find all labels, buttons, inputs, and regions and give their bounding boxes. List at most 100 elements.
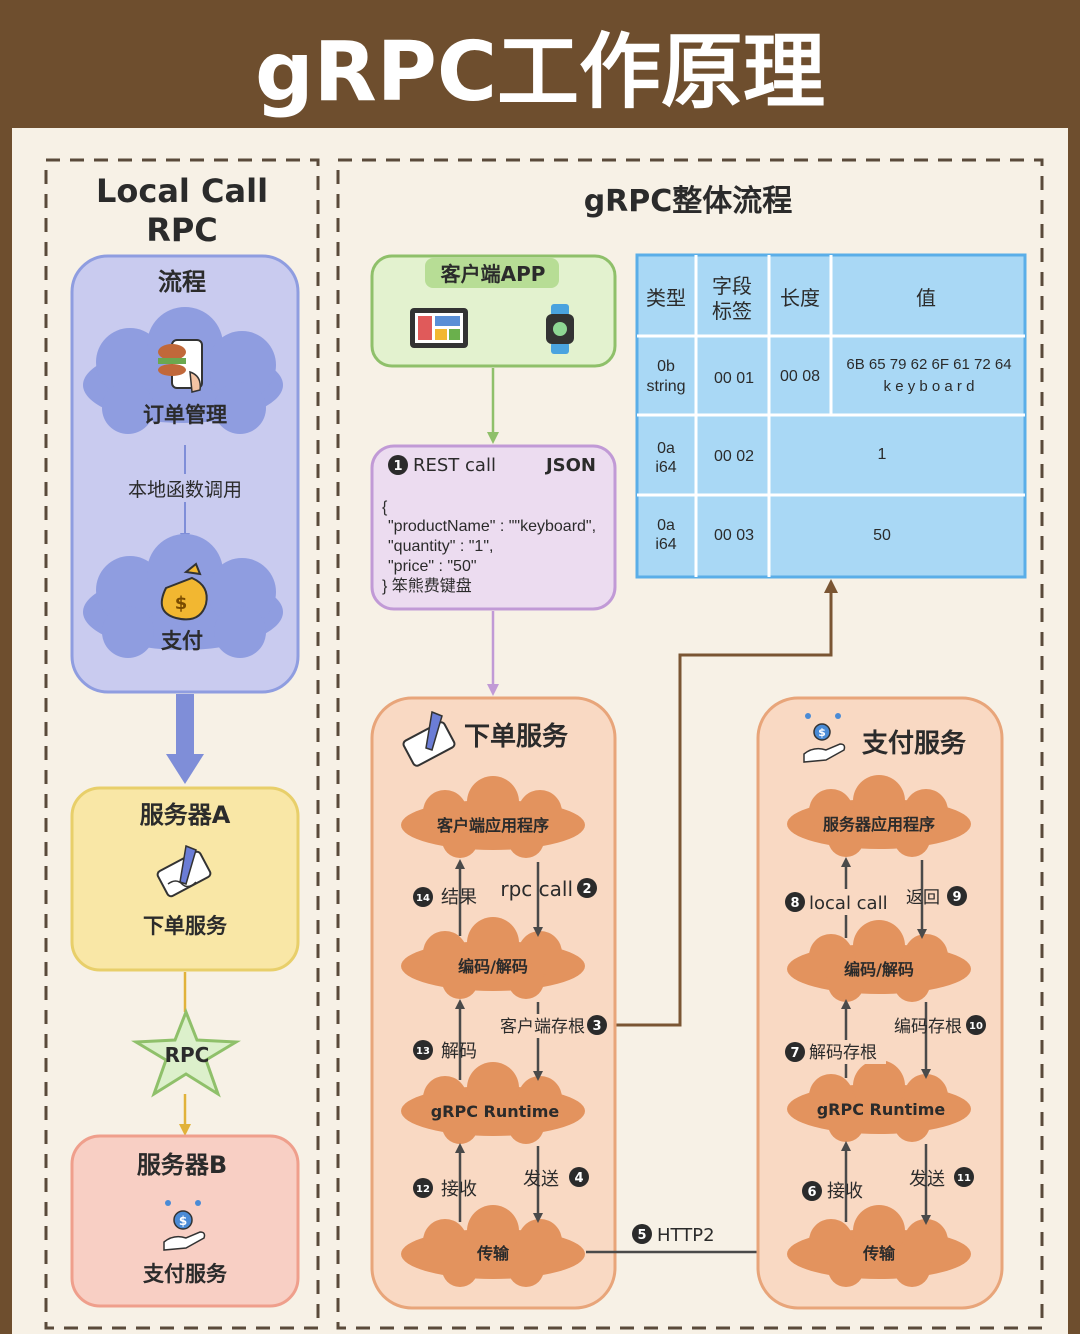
row1-tag: 00 01	[714, 370, 754, 387]
step9-num: 9	[952, 890, 961, 905]
rpc-star-label: RPC	[165, 1043, 210, 1067]
order-transport-label: 传输	[476, 1244, 510, 1263]
flow-title: 流程	[158, 268, 206, 296]
smartwatch-icon	[546, 304, 574, 354]
step3-label: 客户端存根	[500, 1017, 585, 1037]
order-transport-cloud	[401, 1205, 585, 1287]
pay-runtime-cloud	[787, 1060, 971, 1142]
json-line-3: "quantity" : "1",	[388, 538, 493, 555]
row1-type-2: string	[646, 378, 685, 395]
svg-text:$: $	[179, 1214, 187, 1228]
order-runtime-cloud	[401, 1062, 585, 1144]
step13-num: 13	[416, 1046, 430, 1057]
step8-label: local call	[809, 893, 888, 914]
step1-badge	[388, 455, 408, 475]
step11-badge	[954, 1167, 974, 1187]
local-call-label: 本地函数调用	[128, 479, 242, 501]
row3-value: 50	[873, 527, 891, 544]
step6-badge	[802, 1181, 822, 1201]
page-title: gRPC工作原理	[255, 25, 825, 120]
row2-tag: 00 02	[714, 448, 754, 465]
step7-num: 7	[790, 1046, 799, 1061]
step7-badge	[785, 1042, 805, 1062]
pay-transport-cloud	[787, 1205, 971, 1287]
step4-badge	[569, 1167, 589, 1187]
big-arrow-shaft	[176, 694, 194, 754]
table-header-tag-2: 标签	[712, 299, 752, 323]
step2-badge	[577, 878, 597, 898]
hand-coin-icon: $	[163, 1200, 206, 1251]
rest-call-box	[370, 444, 617, 611]
pay-hand-coin-icon: $	[803, 713, 846, 763]
client-app-label: 客户端APP	[440, 262, 546, 286]
step12-num: 12	[416, 1184, 430, 1195]
svg-text:$: $	[175, 593, 188, 614]
step7-label-bg	[806, 1040, 886, 1064]
step8-num: 8	[790, 896, 799, 911]
client-app-label-bg	[425, 258, 559, 288]
order-app-cloud	[401, 776, 585, 858]
big-arrow-head	[166, 754, 204, 784]
order-codec-label: 编码/解码	[458, 957, 528, 976]
order-signature-icon	[402, 710, 456, 767]
stub-to-table-arrow	[608, 579, 838, 1027]
step9-label: 返回	[906, 888, 940, 908]
step14-label: 结果	[441, 887, 477, 908]
signature-pen-icon	[156, 844, 212, 898]
local-call-label-bg	[112, 474, 258, 502]
step7-label: 解码存根	[809, 1043, 877, 1063]
rpc-star	[131, 1007, 241, 1098]
step4-label: 发送	[523, 1169, 559, 1190]
json-line-1: {	[382, 499, 388, 516]
step10-num: 10	[969, 1021, 983, 1032]
step5-badge	[632, 1224, 652, 1244]
server-a-title: 服务器A	[140, 801, 231, 829]
step2-num: 2	[582, 882, 591, 897]
step13-label: 解码	[441, 1041, 477, 1062]
table-header-tag-1: 字段	[712, 274, 752, 298]
row1-type-1: 0b	[657, 358, 675, 375]
row3-tag: 00 03	[714, 527, 754, 544]
server-b-title: 服务器B	[137, 1151, 227, 1179]
step1-num: 1	[393, 459, 402, 474]
pay-app-label: 服务器应用程序	[823, 815, 935, 834]
server-b-label: 支付服务	[143, 1262, 228, 1286]
row2-value: 1	[878, 446, 887, 463]
server-a-label: 下单服务	[143, 914, 228, 938]
order-runtime-label: gRPC Runtime	[431, 1102, 560, 1121]
pay-transport-label: 传输	[862, 1244, 896, 1263]
table-header-type: 类型	[646, 286, 686, 310]
money-bag-icon: $	[160, 562, 208, 621]
step12-badge	[413, 1178, 433, 1198]
pay-codec-cloud	[787, 920, 971, 1002]
row1-value-chars: k e y b o a r d	[884, 378, 975, 395]
pay-app-cloud	[787, 775, 971, 857]
step3-label-bg	[490, 1014, 586, 1038]
step14-badge	[413, 887, 433, 907]
step8-badge	[785, 892, 805, 912]
svg-text:$: $	[818, 726, 826, 739]
row1-length: 00 08	[780, 368, 820, 385]
order-service-box	[370, 696, 617, 1310]
row3-type-1: 0a	[657, 517, 675, 534]
rest-call-label: REST call	[413, 455, 496, 476]
step11-label: 发送	[909, 1169, 945, 1190]
step2-label: rpc call	[500, 877, 573, 901]
pay-codec-label: 编码/解码	[844, 960, 914, 979]
step14-num: 14	[416, 893, 430, 904]
step13-badge	[413, 1040, 433, 1060]
step3-num: 3	[592, 1019, 601, 1034]
order-service-title: 下单服务	[464, 722, 568, 752]
order-app-label: 客户端应用程序	[437, 816, 549, 835]
table-header-value: 值	[916, 286, 936, 310]
step10-badge	[966, 1015, 986, 1035]
json-line-4: "price" : "50"	[388, 558, 477, 575]
step10-label: 编码存根	[894, 1017, 962, 1037]
left-heading-line1: Local Call	[96, 172, 268, 210]
cloud1-label: 订单管理	[143, 403, 227, 427]
json-line-5: } 笨熊费键盘	[382, 576, 472, 595]
step5-num: 5	[637, 1228, 646, 1243]
pay-service-box	[756, 696, 1004, 1310]
pay-service-title: 支付服务	[862, 729, 966, 759]
step12-label: 接收	[441, 1179, 477, 1200]
